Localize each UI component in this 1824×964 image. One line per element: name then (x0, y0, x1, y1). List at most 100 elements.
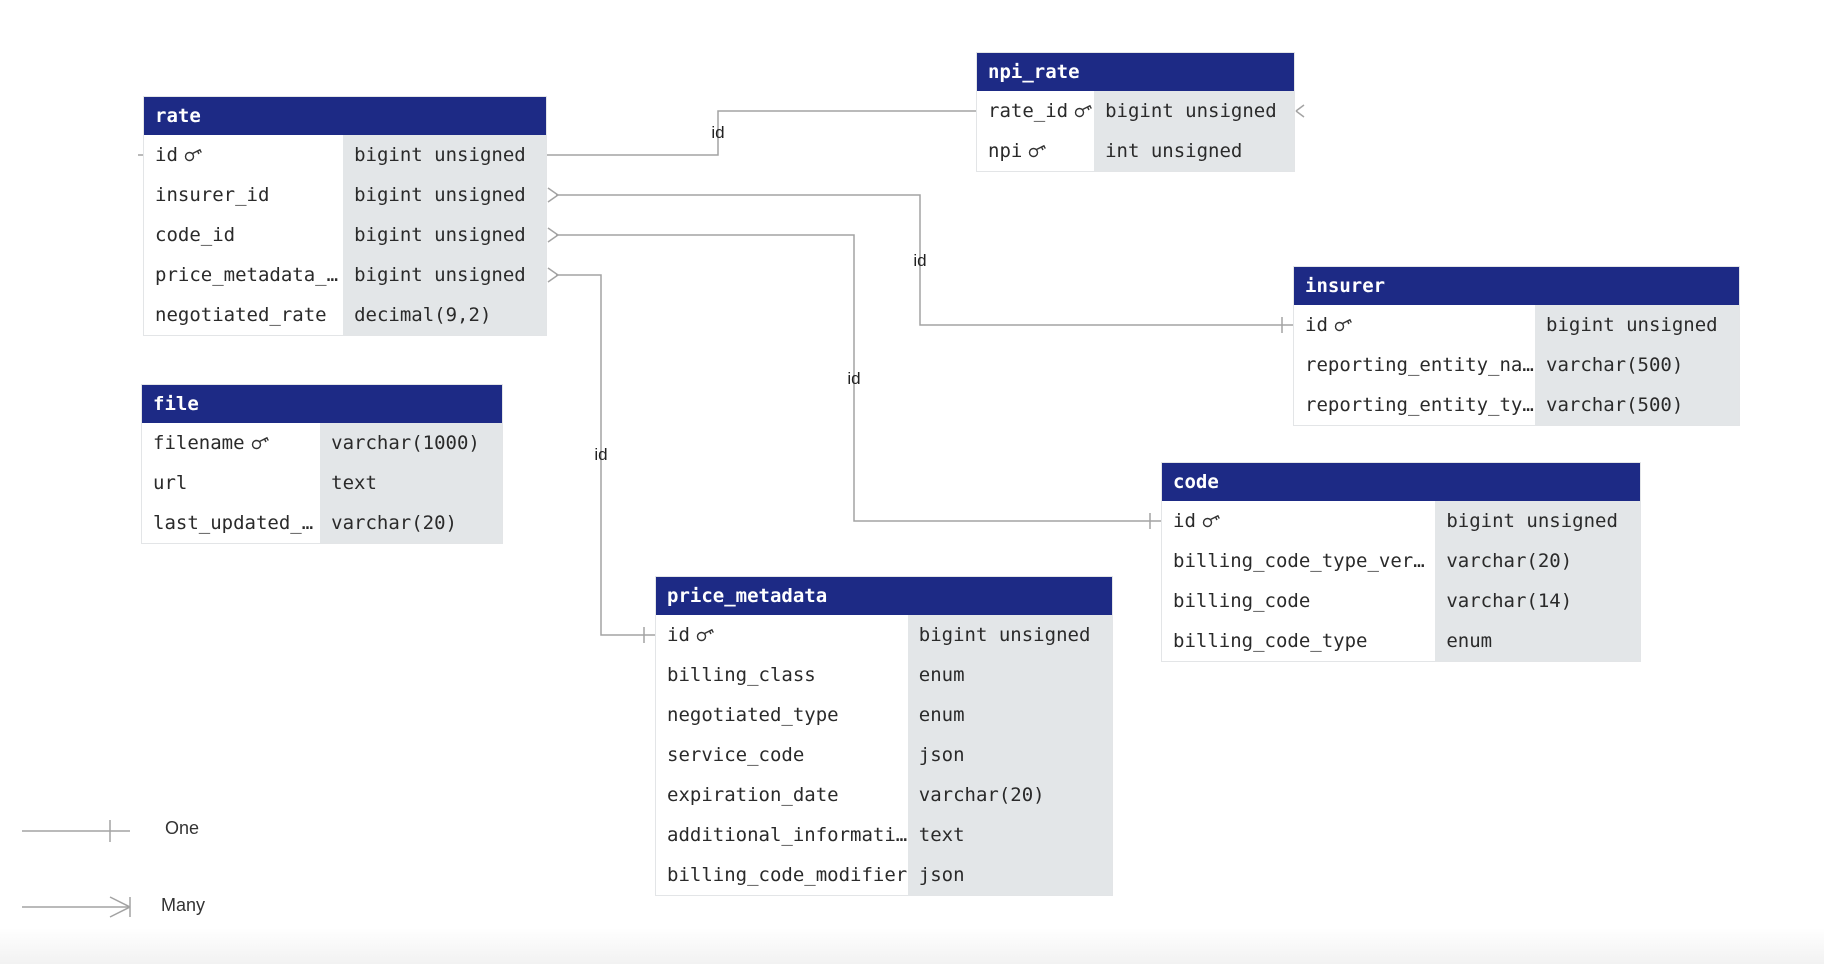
column-row[interactable]: id bigint unsigned (1294, 305, 1739, 345)
column-name-cell: additional_information (656, 815, 908, 855)
column-name-cell: negotiated_rate (144, 295, 344, 335)
relationship-label: id (711, 123, 724, 142)
column-name-cell: billing_code (1162, 581, 1436, 621)
column-type: bigint unsigned (343, 175, 546, 215)
column-type: varchar(500) (1535, 385, 1739, 425)
column-type: enum (907, 695, 1112, 735)
key-icon (1029, 144, 1047, 158)
column-name: service_code (667, 744, 805, 766)
column-row[interactable]: billing_code varchar(14) (1162, 581, 1640, 621)
column-row[interactable]: negotiated_type enum (656, 695, 1112, 735)
column-type: varchar(1000) (320, 423, 502, 463)
column-type: bigint unsigned (343, 215, 546, 255)
column-name: price_metadata_id (155, 264, 344, 286)
table-title: file (142, 385, 502, 423)
column-name: id (1305, 314, 1328, 336)
column-row[interactable]: filename varchar(1000) (142, 423, 502, 463)
column-name: insurer_id (155, 184, 270, 206)
column-type: enum (907, 655, 1112, 695)
relationship-label: id (847, 369, 860, 388)
relationship-line (556, 194, 1294, 326)
column-type: bigint unsigned (1535, 305, 1739, 345)
column-name: billing_code (1173, 590, 1311, 612)
column-name: billing_code_type (1173, 630, 1368, 652)
relationship-line (556, 234, 1162, 522)
key-icon (1074, 104, 1092, 118)
table-title: npi_rate (977, 53, 1294, 91)
many-marker (547, 267, 559, 283)
column-type: text (907, 815, 1112, 855)
column-type: int unsigned (1094, 131, 1294, 171)
column-name: id (155, 144, 178, 166)
relationship-label: id (594, 445, 607, 464)
column-name-cell: npi (977, 131, 1095, 171)
legend-one-label: One (165, 818, 200, 838)
column-name-cell: billing_code_type_versi… (1162, 541, 1436, 581)
relationship-line (556, 274, 656, 636)
key-icon (1334, 318, 1352, 332)
table-title: code (1162, 463, 1640, 501)
column-type: bigint unsigned (343, 255, 546, 295)
column-name-cell: filename (142, 423, 321, 463)
column-row[interactable]: insurer_id bigint unsigned (144, 175, 546, 215)
column-name-cell: price_metadata_id (144, 255, 344, 295)
column-name-cell: id (1162, 501, 1436, 541)
column-type: varchar(20) (907, 775, 1112, 815)
column-name: reporting_entity_name (1305, 354, 1536, 376)
relationship-label: id (913, 251, 926, 270)
column-name-cell: billing_code_modifier (656, 855, 908, 895)
many-marker (547, 227, 559, 243)
column-type: decimal(9,2) (343, 295, 546, 335)
column-name: negotiated_type (667, 704, 839, 726)
column-type: bigint unsigned (343, 135, 546, 175)
column-name: billing_class (667, 664, 816, 686)
column-type: enum (1435, 621, 1640, 661)
column-name-cell: negotiated_type (656, 695, 908, 735)
column-name: code_id (155, 224, 236, 246)
column-name-cell: billing_class (656, 655, 908, 695)
column-name-cell: billing_code_type (1162, 621, 1436, 661)
key-icon (184, 148, 202, 162)
relationship-line (546, 110, 977, 156)
table-title: price_metadata (656, 577, 1112, 615)
column-name: last_updated_on (153, 512, 321, 534)
column-name-cell: insurer_id (144, 175, 344, 215)
column-type: varchar(14) (1435, 581, 1640, 621)
table-title: insurer (1294, 267, 1739, 305)
column-row[interactable]: billing_code_type_versi…varchar(20) (1162, 541, 1640, 581)
column-name: id (1173, 510, 1196, 532)
column-type: bigint unsigned (1094, 91, 1294, 131)
column-name: reporting_entity_type (1305, 394, 1536, 416)
column-name: filename (153, 432, 245, 454)
column-name: id (667, 624, 690, 646)
column-type: text (320, 463, 502, 503)
column-name: billing_code_modifier (667, 864, 908, 886)
column-row[interactable]: billing_code_type enum (1162, 621, 1640, 661)
column-row[interactable]: id bigint unsigned (144, 135, 546, 175)
column-row[interactable]: billing_class enum (656, 655, 1112, 695)
column-name-cell: rate_id (977, 91, 1095, 131)
column-name-cell: reporting_entity_type (1294, 385, 1536, 425)
column-row[interactable]: code_id bigint unsigned (144, 215, 546, 255)
